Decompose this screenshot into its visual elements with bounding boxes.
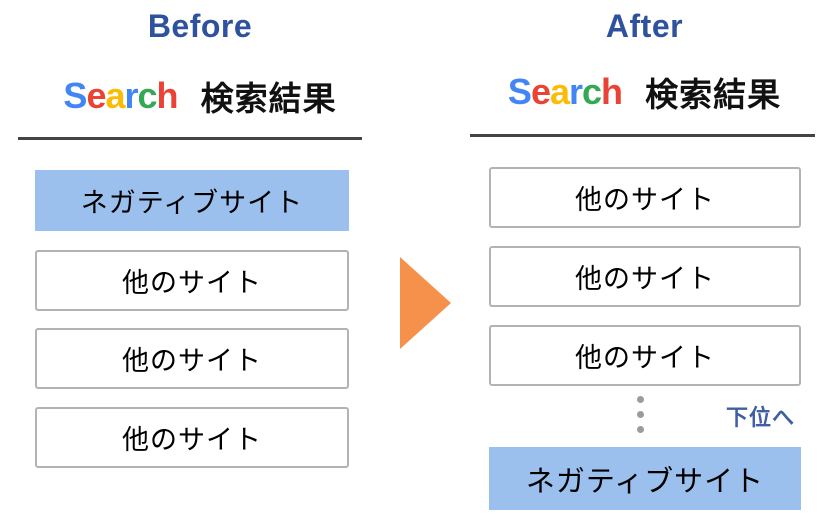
- brand-letter-a: a: [105, 75, 125, 116]
- brand-letter-h: h: [601, 71, 623, 112]
- header-divider-after: [470, 134, 815, 137]
- brand-letter-a: a: [549, 71, 570, 112]
- result-item-other-site[interactable]: 他のサイト: [489, 167, 801, 228]
- result-item-negative-site[interactable]: ネガティブサイト: [489, 447, 801, 510]
- result-item-other-site[interactable]: 他のサイト: [489, 246, 801, 307]
- brand-letter-r: r: [569, 71, 583, 112]
- result-item-negative-site[interactable]: ネガティブサイト: [35, 170, 349, 231]
- search-results-label-after: 検索結果: [645, 76, 782, 113]
- google-search-wordmark: Search: [508, 71, 631, 112]
- brand-letter-e: e: [86, 75, 106, 116]
- brand-letter-s: S: [507, 71, 532, 112]
- brand-letter-r: r: [124, 75, 139, 116]
- vertical-ellipsis-icon: [637, 396, 644, 433]
- demote-indicator-row: 下位へ: [489, 392, 801, 438]
- search-header-before: Search 検索結果: [0, 72, 400, 120]
- result-item-other-site[interactable]: 他のサイト: [35, 328, 349, 389]
- brand-letter-c: c: [582, 71, 602, 112]
- brand-letter-h: h: [156, 75, 179, 116]
- transition-arrow-right-icon: [400, 257, 451, 349]
- panel-before: Before Search 検索結果 ネガティブサイト 他のサイト 他のサイト …: [0, 0, 400, 523]
- result-item-other-site[interactable]: 他のサイト: [35, 250, 349, 311]
- search-results-label-before: 検索結果: [200, 80, 337, 117]
- result-item-other-site[interactable]: 他のサイト: [489, 325, 801, 386]
- panel-title-before: Before: [147, 8, 253, 44]
- search-header-after: Search 検索結果: [450, 68, 839, 116]
- brand-letter-e: e: [530, 71, 551, 112]
- result-item-other-site[interactable]: 他のサイト: [35, 407, 349, 468]
- brand-letter-c: c: [137, 75, 158, 116]
- header-divider-before: [18, 137, 362, 140]
- panel-after: After Search 検索結果 他のサイト 他のサイト 他のサイト 下位へ …: [450, 0, 839, 523]
- google-search-wordmark: Search: [63, 75, 186, 116]
- panel-title-after: After: [605, 8, 684, 44]
- brand-letter-s: S: [63, 75, 87, 116]
- demote-label: 下位へ: [725, 405, 795, 430]
